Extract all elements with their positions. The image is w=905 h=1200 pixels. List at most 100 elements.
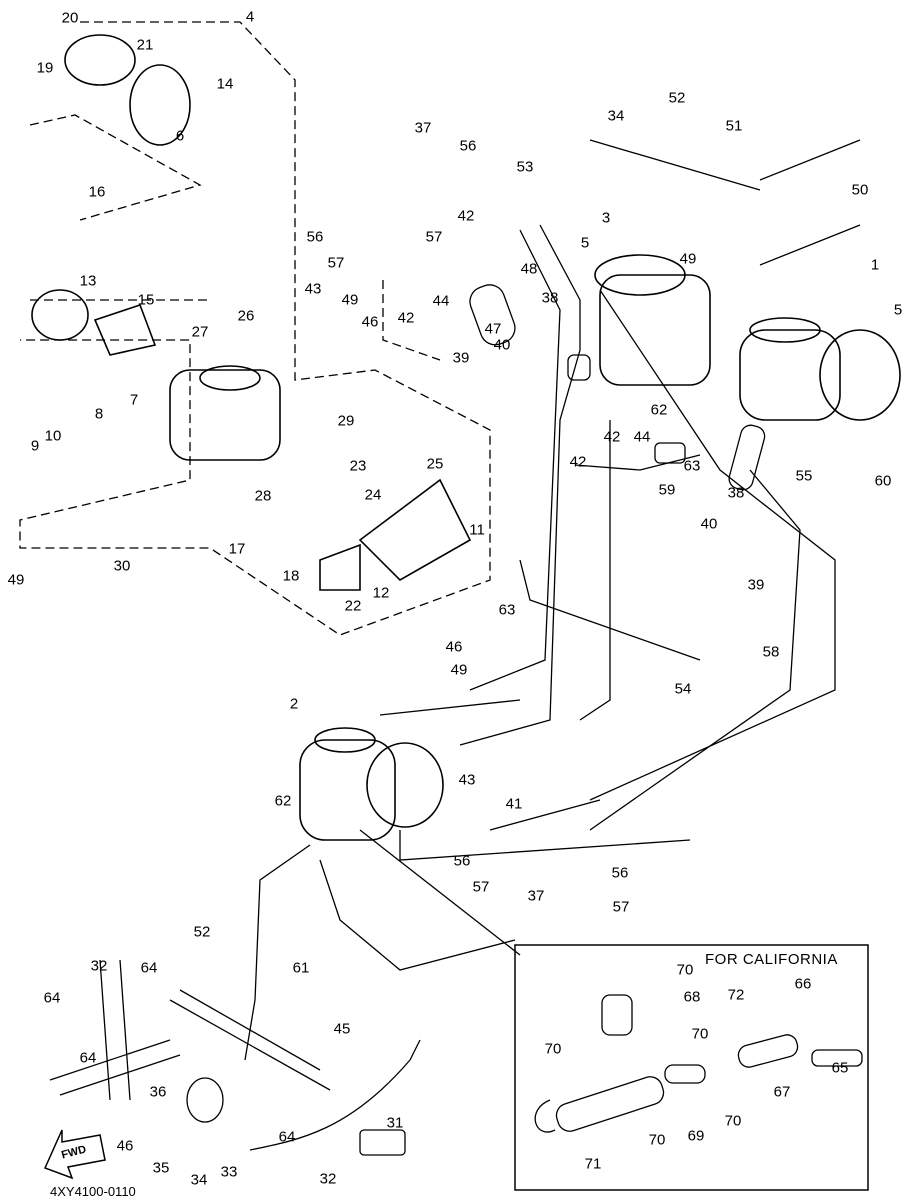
callout-number: 26 xyxy=(237,307,255,325)
callout-number: 50 xyxy=(851,181,869,199)
part-code: 4XY4100-0110 xyxy=(50,1184,136,1199)
callout-number: 43 xyxy=(304,280,322,298)
callout-number: 22 xyxy=(344,597,362,615)
callout-number: 49 xyxy=(7,571,25,589)
callout-number: 8 xyxy=(94,405,104,423)
callout-number: 7 xyxy=(129,391,139,409)
callout-number: 63 xyxy=(683,457,701,475)
callout-number: 25 xyxy=(426,455,444,473)
callout-number: 21 xyxy=(136,36,154,54)
callout-number: 57 xyxy=(612,898,630,916)
callout-number: 42 xyxy=(569,453,587,471)
callout-number: 60 xyxy=(874,472,892,490)
callout-number: 19 xyxy=(36,59,54,77)
callout-number: 57 xyxy=(472,878,490,896)
callout-number: 14 xyxy=(216,75,234,93)
callout-number: 24 xyxy=(364,486,382,504)
inset-callout-number: 70 xyxy=(691,1025,709,1043)
inset-title: FOR CALIFORNIA xyxy=(705,951,838,968)
inset-callout-number: 66 xyxy=(794,975,812,993)
callout-number: 56 xyxy=(611,864,629,882)
inset-callout-number: 69 xyxy=(687,1127,705,1145)
callout-number: 59 xyxy=(658,481,676,499)
inset-callout-number: 65 xyxy=(831,1059,849,1077)
inset-callout-number: 70 xyxy=(648,1131,666,1149)
callout-number: 1 xyxy=(870,256,880,274)
callout-number: 18 xyxy=(282,567,300,585)
callout-number: 31 xyxy=(386,1114,404,1132)
callout-number: 46 xyxy=(116,1137,134,1155)
callout-number: 39 xyxy=(452,349,470,367)
callout-number: 64 xyxy=(79,1049,97,1067)
callout-number: 28 xyxy=(254,487,272,505)
callout-number: 49 xyxy=(450,661,468,679)
callout-number: 16 xyxy=(88,183,106,201)
callout-number: 27 xyxy=(191,323,209,341)
callout-number: 41 xyxy=(505,795,523,813)
callout-number: 23 xyxy=(349,457,367,475)
callout-number: 44 xyxy=(633,428,651,446)
callout-number: 46 xyxy=(361,313,379,331)
callout-number: 62 xyxy=(274,792,292,810)
inset-callout-number: 71 xyxy=(584,1155,602,1173)
callout-number: 6 xyxy=(175,127,185,145)
carb-body-4 xyxy=(31,34,472,591)
group-4-boundary xyxy=(19,21,491,636)
callout-number: 52 xyxy=(193,923,211,941)
callout-number: 64 xyxy=(140,959,158,977)
inset-callout-number: 70 xyxy=(724,1112,742,1130)
inset-callout-number: 68 xyxy=(683,988,701,1006)
callout-number: 37 xyxy=(527,887,545,905)
callout-number: 10 xyxy=(44,427,62,445)
inset-callout-number: 67 xyxy=(773,1083,791,1101)
callout-number: 48 xyxy=(520,260,538,278)
callout-number: 64 xyxy=(278,1128,296,1146)
callout-number: 9 xyxy=(30,437,40,455)
callout-number: 40 xyxy=(700,515,718,533)
callout-number: 57 xyxy=(425,228,443,246)
inset-callout-number: 70 xyxy=(544,1040,562,1058)
callout-number: 46 xyxy=(445,638,463,656)
callout-number: 47 xyxy=(484,320,502,338)
callout-number: 13 xyxy=(79,272,97,290)
carb-body-1 xyxy=(594,254,901,421)
callout-number: 61 xyxy=(292,959,310,977)
inset-callout-number: 72 xyxy=(727,986,745,1004)
callout-number: 37 xyxy=(414,119,432,137)
inset-callout-number: 70 xyxy=(676,961,694,979)
callout-number: 32 xyxy=(90,957,108,975)
callout-number: 39 xyxy=(747,576,765,594)
fwd-arrow-shape xyxy=(43,1129,106,1180)
callout-number: 36 xyxy=(149,1083,167,1101)
callout-number: 38 xyxy=(541,289,559,307)
callout-number: 12 xyxy=(372,584,390,602)
callout-number: 42 xyxy=(397,309,415,327)
callout-number: 34 xyxy=(607,107,625,125)
callout-number: 57 xyxy=(327,254,345,272)
callout-number: 15 xyxy=(137,291,155,309)
callout-number: 42 xyxy=(457,207,475,225)
callout-number: 5 xyxy=(893,301,903,319)
callout-number: 45 xyxy=(333,1020,351,1038)
callout-number: 17 xyxy=(228,540,246,558)
callout-number: 56 xyxy=(459,137,477,155)
callout-number: 49 xyxy=(341,291,359,309)
callout-number: 11 xyxy=(469,521,485,539)
callout-number: 44 xyxy=(432,292,450,310)
callout-number: 30 xyxy=(113,557,131,575)
callout-number: 55 xyxy=(795,467,813,485)
callout-number: 53 xyxy=(516,158,534,176)
callout-number: 34 xyxy=(190,1171,208,1189)
callout-number: 58 xyxy=(762,643,780,661)
california-inset-box xyxy=(514,944,869,1191)
callout-number: 56 xyxy=(306,228,324,246)
callout-number: 38 xyxy=(727,484,745,502)
callout-number: 62 xyxy=(650,401,668,419)
callout-number: 63 xyxy=(498,601,516,619)
callout-number: 3 xyxy=(601,209,611,227)
callout-number: 35 xyxy=(152,1159,170,1177)
callout-number: 54 xyxy=(674,680,692,698)
callout-number: 4 xyxy=(245,8,255,26)
